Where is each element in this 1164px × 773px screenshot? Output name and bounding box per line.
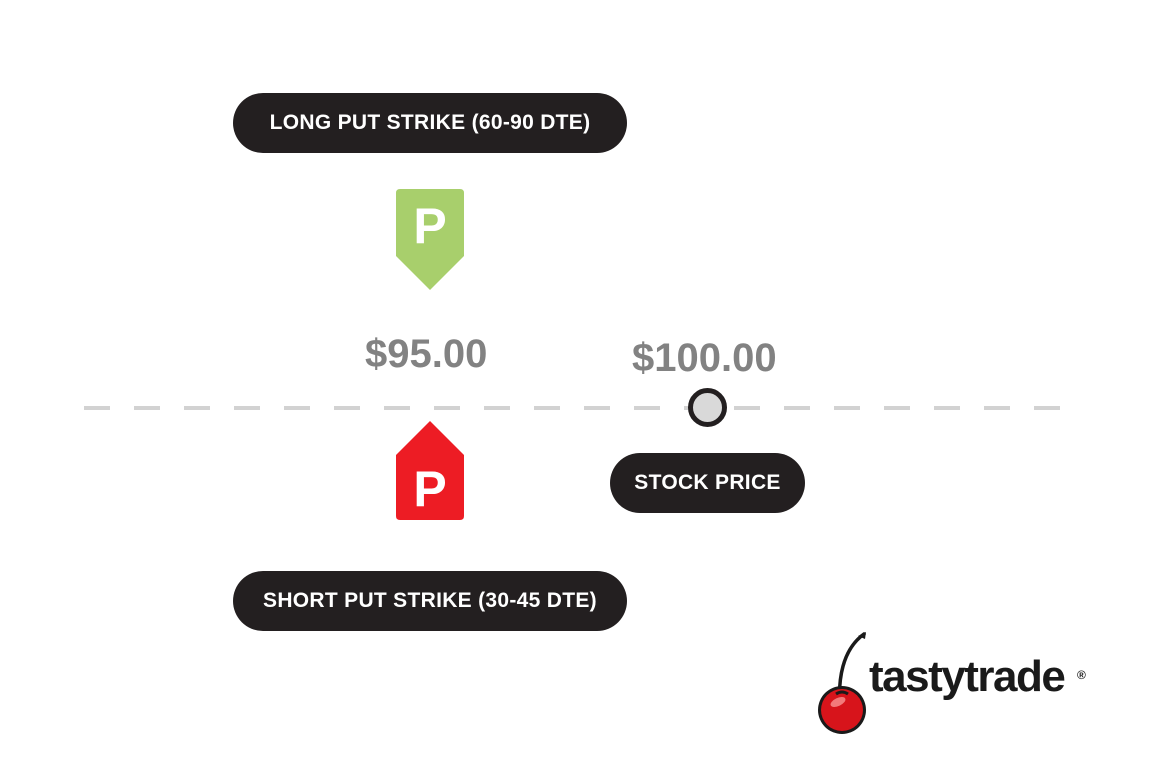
long-put-strike-label: LONG PUT STRIKE (60-90 DTE) (233, 93, 627, 153)
long-put-strike-text: LONG PUT STRIKE (60-90 DTE) (269, 111, 591, 134)
short-put-letter: P (413, 461, 446, 517)
tastytrade-logo: tastytrade ® (812, 630, 1102, 740)
tastytrade-wordmark: tastytrade (869, 652, 1066, 701)
short-put-strike-label: SHORT PUT STRIKE (30-45 DTE) (233, 571, 627, 631)
registered-mark: ® (1077, 668, 1086, 682)
long-put-letter: P (413, 198, 446, 254)
price-axis-line (84, 406, 1068, 410)
short-put-marker: P (396, 421, 464, 526)
long-put-marker: P (396, 189, 464, 296)
price-circle-icon (688, 388, 727, 427)
put-option-tag-icon: P (396, 189, 464, 290)
stock-price-value: $100.00 (632, 336, 777, 380)
cherry-icon (818, 632, 866, 734)
short-put-strike-text: SHORT PUT STRIKE (30-45 DTE) (263, 589, 597, 612)
put-option-tag-icon: P (396, 421, 464, 520)
stock-price-label: STOCK PRICE (610, 453, 805, 513)
strike-price: $95.00 (365, 332, 488, 376)
stock-price-text: STOCK PRICE (634, 471, 781, 494)
